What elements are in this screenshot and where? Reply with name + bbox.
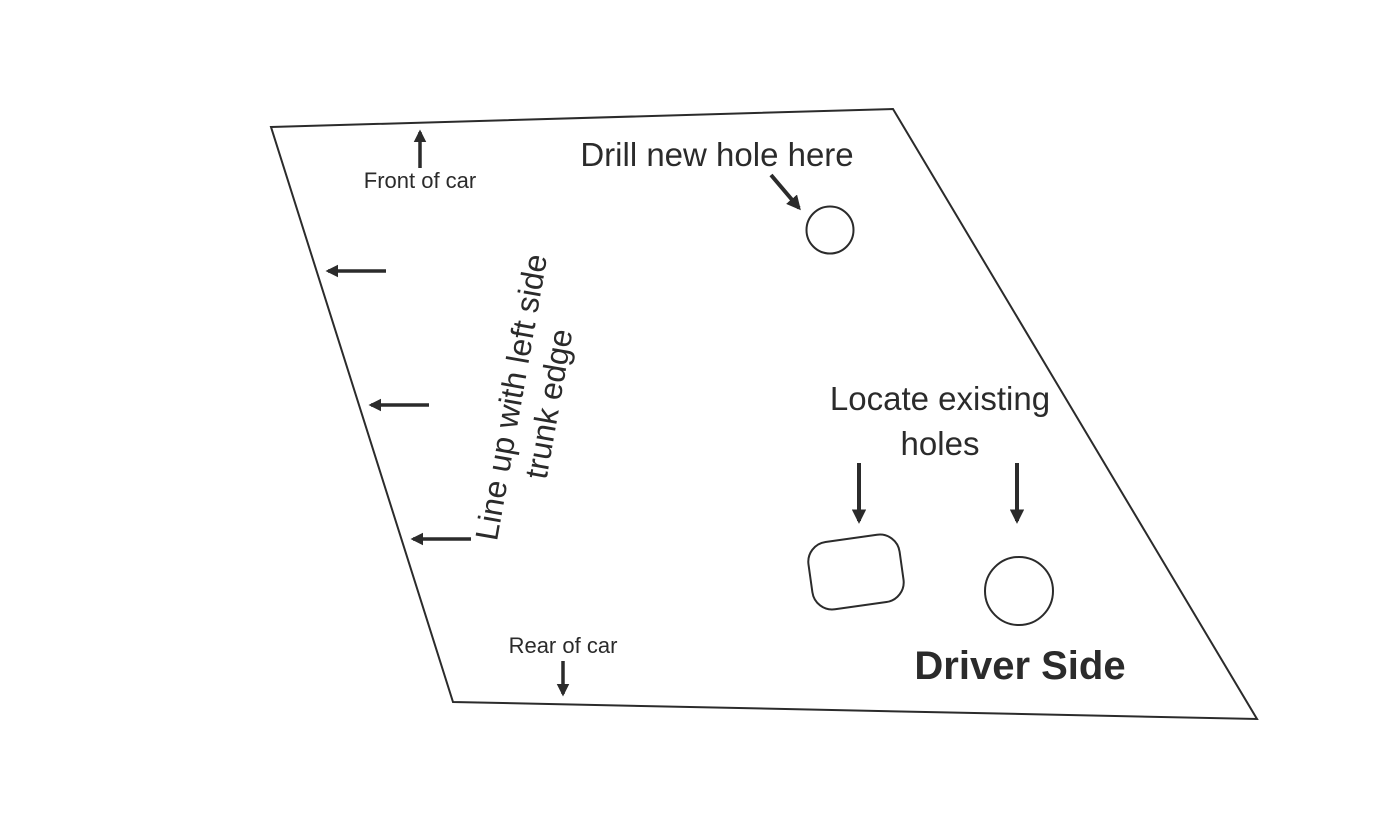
driver-side-label: Driver Side	[914, 644, 1125, 688]
drill-arrow	[769, 173, 801, 211]
rear-of-car-label: Rear of car	[509, 633, 618, 658]
locate-line-2: holes	[901, 425, 980, 462]
template-outline	[269, 107, 1259, 721]
new-hole	[805, 205, 855, 255]
front-of-car-label: Front of car	[364, 168, 476, 193]
existing-hole-rounded-rect	[807, 533, 905, 611]
existing-hole-circle	[984, 556, 1054, 626]
locate-line-1: Locate existing	[830, 380, 1050, 417]
drill-label: Drill new hole here	[580, 136, 853, 173]
